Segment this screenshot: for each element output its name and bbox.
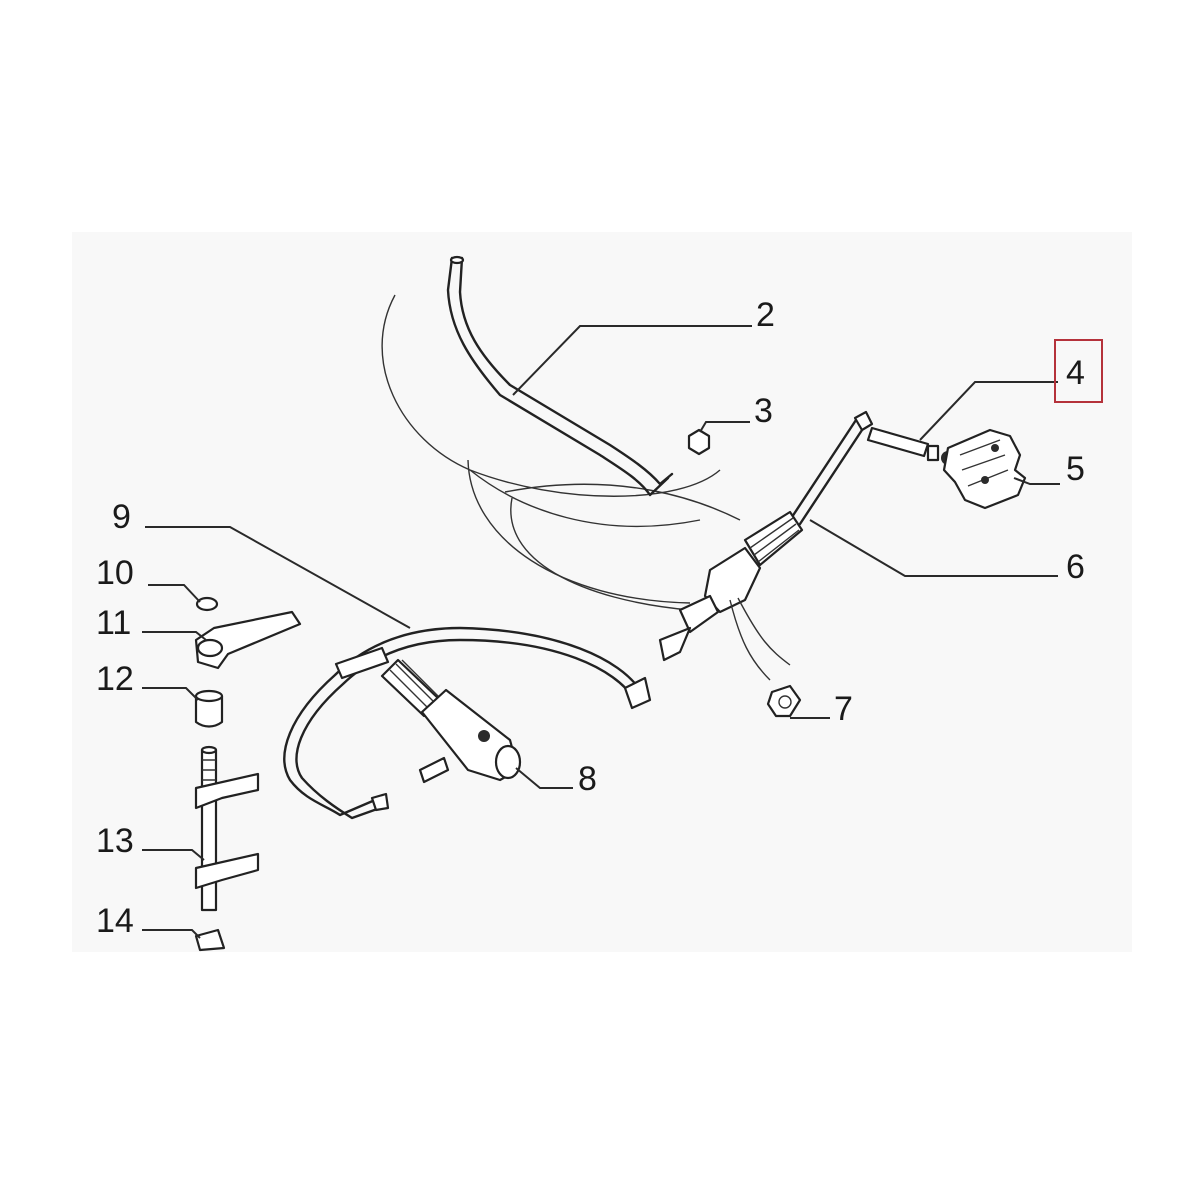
part-10-clip[interactable] xyxy=(195,596,219,612)
part-4-pin[interactable] xyxy=(866,426,955,465)
part-11-lever-arm[interactable] xyxy=(194,610,302,670)
label-part-2[interactable]: 2 xyxy=(756,296,775,334)
diagram-background xyxy=(72,232,1132,952)
highlight-box-part-4 xyxy=(1054,339,1103,403)
part-2-lever-rod[interactable] xyxy=(446,255,674,497)
part-8-slave-cylinder[interactable] xyxy=(380,658,522,784)
part-9-cable[interactable] xyxy=(283,626,652,820)
label-part-5[interactable]: 5 xyxy=(1066,450,1085,488)
body-outline xyxy=(381,294,741,611)
label-part-13[interactable]: 13 xyxy=(96,822,134,860)
part-5-selector-block[interactable] xyxy=(942,428,1027,510)
label-part-9[interactable]: 9 xyxy=(112,498,131,536)
label-part-3[interactable]: 3 xyxy=(754,392,773,430)
part-13-fork-shaft[interactable] xyxy=(194,745,260,912)
label-part-4[interactable]: 4 xyxy=(1066,354,1085,392)
label-part-6[interactable]: 6 xyxy=(1066,548,1085,586)
label-part-14[interactable]: 14 xyxy=(96,902,134,940)
label-part-7[interactable]: 7 xyxy=(834,690,853,728)
part-6-shift-housing[interactable] xyxy=(658,410,874,681)
label-part-10[interactable]: 10 xyxy=(96,554,134,592)
label-part-8[interactable]: 8 xyxy=(578,760,597,798)
part-7-bushing[interactable] xyxy=(766,684,802,718)
part-14-cap[interactable] xyxy=(194,928,226,952)
label-part-12[interactable]: 12 xyxy=(96,660,134,698)
leader-lines xyxy=(142,325,1060,939)
part-12-bush[interactable] xyxy=(194,689,224,728)
label-part-11[interactable]: 11 xyxy=(96,604,131,642)
part-labels: 2 3 4 5 6 7 8 9 10 11 12 13 14 xyxy=(96,296,1085,940)
part-3-nut[interactable] xyxy=(687,428,711,456)
